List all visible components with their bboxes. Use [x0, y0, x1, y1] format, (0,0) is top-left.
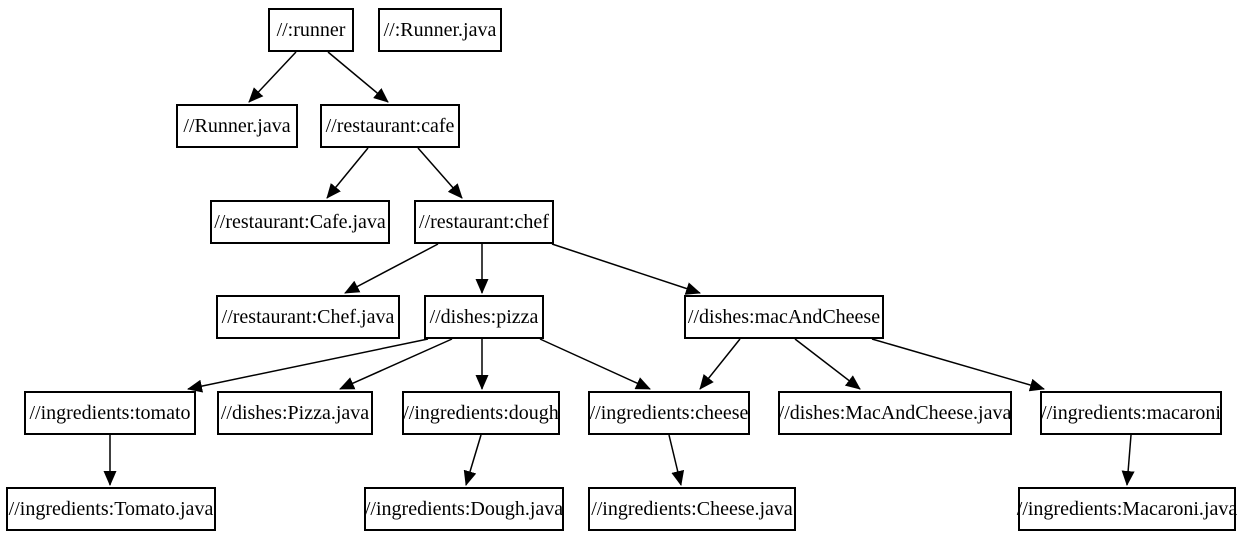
graph-node-cheese: //ingredients:cheese [588, 391, 750, 435]
graph-node-dough: //ingredients:dough [402, 391, 560, 435]
graph-node-root-runner-java: //:Runner.java [378, 8, 502, 52]
edge-runner-to-cafe [327, 51, 389, 103]
edge-runner-to-runner-java [248, 51, 297, 103]
graph-node-dough-java: //ingredients:Dough.java [364, 487, 564, 531]
graph-node-tomato-java: //ingredients:Tomato.java [6, 487, 216, 531]
graph-node-macaroni-java: //ingredients:Macaroni.java [1017, 487, 1237, 531]
graph-node-runner: //:runner [268, 8, 354, 52]
edge-pizza-to-tomato [187, 338, 429, 393]
edge-macandcheese-to-macandcheese-java [794, 338, 861, 390]
edge-chef-to-chef-java [344, 243, 439, 294]
graph-node-macandcheese-java: //dishes:MacAndCheese.java [778, 391, 1012, 435]
graph-node-chef-java: //restaurant:Chef.java [216, 295, 400, 339]
edge-chef-to-macandcheese [551, 243, 701, 295]
edges-group [103, 51, 1135, 486]
edge-macaroni-to-macaroni-java [1121, 434, 1135, 486]
graph-node-macaroni: //ingredients:macaroni [1040, 391, 1222, 435]
edge-pizza-to-pizza-java [339, 338, 453, 390]
edge-pizza-to-cheese [539, 338, 651, 390]
graph-node-macandcheese: //dishes:macAndCheese [684, 295, 884, 339]
edge-cheese-to-cheese-java [668, 434, 685, 486]
graph-node-chef: //restaurant:chef [414, 200, 554, 244]
edge-macandcheese-to-cheese [699, 338, 741, 390]
edge-dough-to-dough-java [463, 434, 482, 486]
graph-node-cafe: //restaurant:cafe [320, 104, 460, 148]
edge-macandcheese-to-macaroni [871, 338, 1045, 392]
edge-cafe-to-cafe-java [326, 147, 369, 199]
graph-node-tomato: //ingredients:tomato [24, 391, 196, 435]
edge-cafe-to-chef [417, 147, 463, 199]
graph-node-runner-java: //Runner.java [176, 104, 298, 148]
graph-node-cafe-java: //restaurant:Cafe.java [210, 200, 390, 244]
graph-node-pizza: //dishes:pizza [424, 295, 544, 339]
graph-node-cheese-java: //ingredients:Cheese.java [588, 487, 796, 531]
graph-node-pizza-java: //dishes:Pizza.java [217, 391, 373, 435]
